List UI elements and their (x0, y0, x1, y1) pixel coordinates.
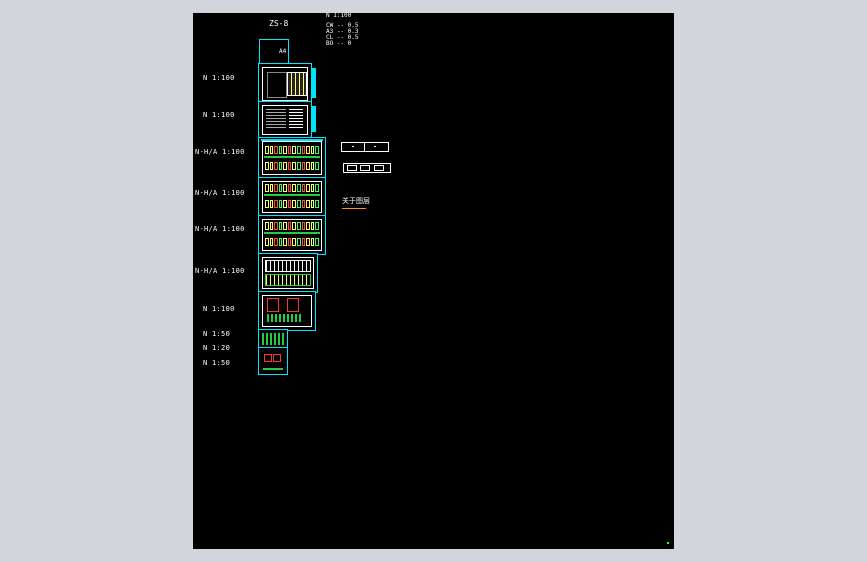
elevation-block (265, 260, 311, 272)
sheet-header-band (261, 139, 323, 141)
sheet-notes[interactable] (258, 101, 316, 139)
corridor-band (264, 156, 320, 158)
scale-label-4: N-H/A 1:100 (195, 189, 245, 197)
scale-label-6: N-H/A 1:100 (195, 267, 245, 275)
scale-label-7: N 1:100 (203, 305, 235, 313)
room-grid-bottom (265, 162, 319, 170)
elevation-block-2 (265, 274, 311, 286)
legend-line-2: A3 -- 0.3 (326, 28, 359, 35)
corridor-band (264, 194, 320, 196)
sheet-floor-b[interactable] (258, 177, 326, 217)
layer-legend-title: 关于图层 (342, 197, 370, 205)
plan-outline (267, 72, 287, 98)
legend-line-4: BO -- 0 (326, 40, 352, 47)
sheet-frame (262, 67, 308, 101)
sheet-tab (312, 68, 316, 98)
room-grid-bottom (265, 200, 319, 208)
sheet-site-plan[interactable] (258, 63, 316, 105)
scale-label-1: N 1:100 (203, 74, 235, 82)
symbol-box-2[interactable] (343, 163, 391, 173)
drawing-title: ZS-8 (269, 19, 289, 28)
room-grid-bottom (265, 238, 319, 246)
sheet-frame (262, 105, 308, 135)
ucs-marker (667, 542, 669, 544)
scale-label-5: N-H/A 1:100 (195, 225, 245, 233)
cover-label: A4 (279, 48, 287, 55)
header-scale: N 1:100 (326, 13, 352, 19)
drawing-canvas[interactable]: ZS-8 N 1:100 CW -- 0.5 A3 -- 0.3 CL -- 0… (193, 13, 674, 549)
plan-block (287, 72, 307, 96)
scale-label-2: N 1:100 (203, 111, 235, 119)
sheet-frame (262, 141, 322, 175)
room-grid-top (265, 184, 319, 192)
sheet-frame (262, 257, 314, 289)
sheet-frame (262, 295, 312, 327)
layer-legend-underline (342, 208, 366, 209)
sheet-detail[interactable] (258, 291, 316, 331)
sheet-floor-a[interactable] (258, 137, 326, 179)
legend-line-1: CW -- 0.5 (326, 22, 359, 29)
small-detail-red-2 (273, 354, 281, 362)
legend-line-3: CL -- 0.5 (326, 34, 359, 41)
scale-label-3: N-H/A 1:100 (195, 148, 245, 156)
sheet-floor-c[interactable] (258, 215, 326, 255)
sheet-floor-d[interactable] (258, 253, 318, 293)
sheet-tab (312, 106, 316, 132)
notes-table-block (289, 109, 303, 129)
room-grid-top (265, 146, 319, 154)
sheet-small-1[interactable] (258, 329, 288, 349)
scale-label-9: N 1:20 (203, 344, 231, 352)
sheet-frame (262, 181, 322, 213)
symbol-box-1[interactable] (341, 142, 389, 152)
sheet-frame (262, 219, 322, 251)
sheet-small-2[interactable] (258, 347, 288, 375)
room-grid-top (265, 222, 319, 230)
small-detail-lines (262, 333, 284, 345)
scale-label-10: N 1:50 (203, 359, 231, 367)
notes-text-block (266, 109, 286, 129)
corridor-band (264, 232, 320, 234)
detail-red-block-2 (287, 298, 299, 312)
detail-red-block (267, 298, 279, 312)
small-detail-green (263, 368, 283, 370)
scale-label-8: N 1:50 (203, 330, 231, 338)
small-detail-red (264, 354, 272, 362)
detail-lines (267, 314, 301, 322)
